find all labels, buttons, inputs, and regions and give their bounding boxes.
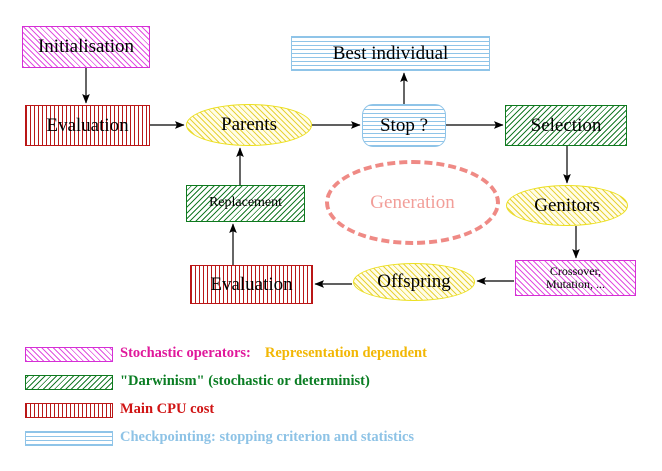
legend-label-darwinism: "Darwinism" (stochastic or determinist) [120, 373, 370, 389]
legend-label-part1: Stochastic operators: [120, 345, 251, 361]
node-best-individual[interactable]: Best individual [291, 36, 490, 71]
legend-swatch-blue [25, 431, 113, 446]
node-initialisation[interactable]: Initialisation [22, 26, 150, 68]
node-stop[interactable]: Stop ? [362, 104, 446, 147]
legend-swatch-red [25, 403, 113, 418]
node-genitors[interactable]: Genitors [506, 185, 628, 226]
node-offspring[interactable]: Offspring [353, 263, 475, 301]
legend-swatch-magenta [25, 347, 113, 362]
node-selection[interactable]: Selection [505, 105, 627, 146]
node-generation: Generation [325, 160, 500, 245]
node-parents[interactable]: Parents [186, 104, 312, 146]
legend-label-checkpointing: Checkpointing: stopping criterion and st… [120, 429, 415, 445]
legend-label-part2: Representation dependent [264, 345, 427, 361]
node-replacement[interactable]: Replacement [186, 185, 305, 222]
legend-label-stochastic-operators: Stochastic operators: Representation depe… [120, 345, 427, 362]
legend-label-main-cpu-cost: Main CPU cost [120, 401, 215, 417]
node-evaluation-bottom[interactable]: Evaluation [190, 265, 313, 304]
node-evaluation-top[interactable]: Evaluation [25, 105, 150, 146]
legend-swatch-green [25, 375, 113, 390]
node-crossover-mutation[interactable]: Crossover, Mutation, ... [515, 260, 636, 296]
